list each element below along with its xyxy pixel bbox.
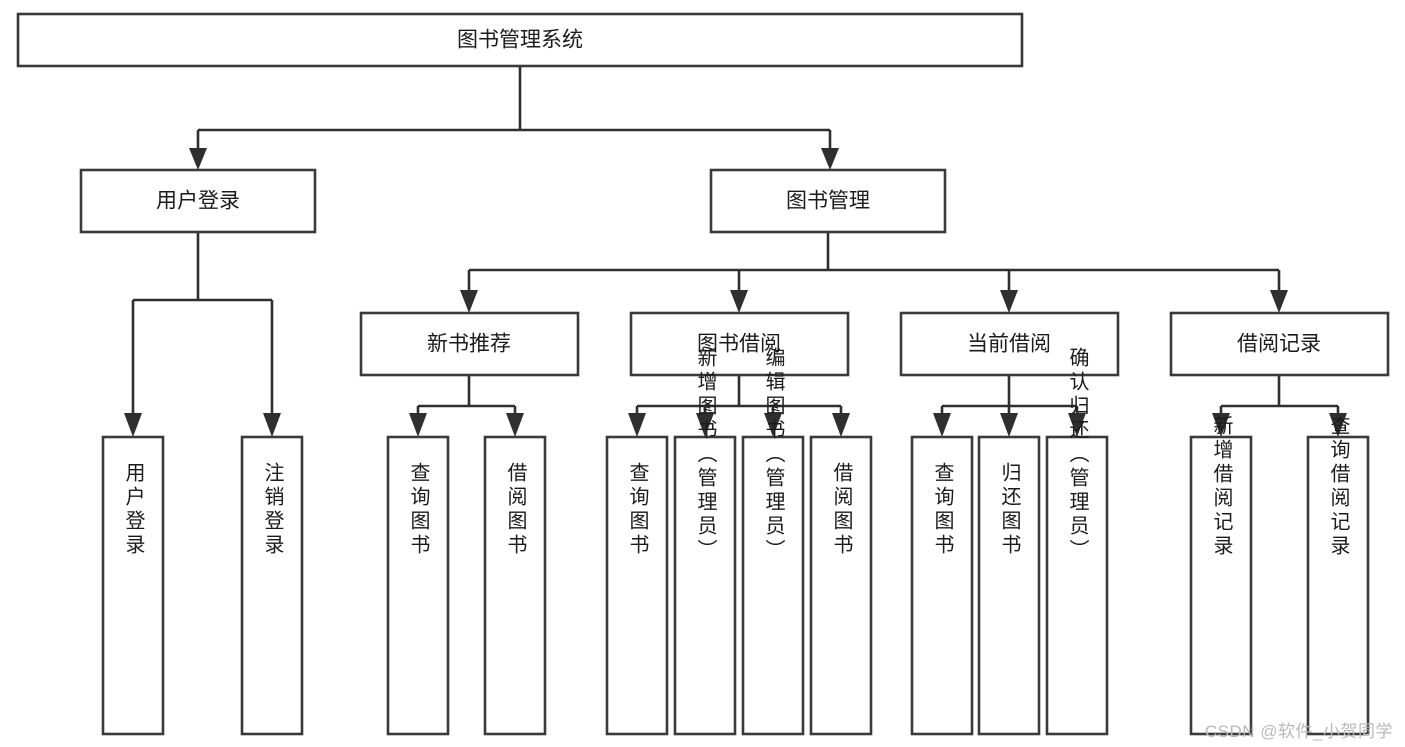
- node-label: 编辑图书（管理员）: [762, 347, 785, 563]
- arrow-head-icon: [1068, 413, 1086, 437]
- node-label: 图书管理: [786, 190, 870, 213]
- node-leaf-query-borrow-record[interactable]: 查询借阅记录: [1306, 415, 1370, 736]
- node-box: [709, 168, 947, 234]
- edge-group-bookmgmt-to-level3: [460, 232, 1288, 313]
- arrow-head-icon: [1000, 413, 1018, 437]
- node-box: [899, 311, 1120, 377]
- node-box: [1169, 311, 1390, 377]
- node-new-book-recommend[interactable]: 新书推荐: [359, 311, 580, 377]
- arrow-head-icon: [764, 413, 782, 437]
- edge-group-userlogin-to-leaves: [124, 232, 281, 437]
- arrow-head-icon: [409, 413, 427, 437]
- arrow-head-icon: [1270, 290, 1288, 313]
- node-box: [79, 168, 317, 234]
- node-label: 归还图书: [998, 462, 1021, 558]
- node-box: [741, 435, 805, 736]
- node-box: [386, 435, 450, 736]
- node-leaf-query-book-current[interactable]: 查询图书: [910, 435, 974, 736]
- edge-group-root-to-level2: [189, 66, 839, 170]
- node-box: [101, 435, 165, 736]
- node-book-management[interactable]: 图书管理: [709, 168, 947, 234]
- node-label: 图书借阅: [697, 333, 781, 356]
- node-box: [1306, 435, 1370, 736]
- node-root-book-management-system[interactable]: 图书管理系统: [16, 12, 1024, 68]
- node-leaf-edit-book-admin[interactable]: 编辑图书（管理员）: [741, 347, 805, 736]
- edge-group-currentborrow-to-leaves: [933, 375, 1086, 437]
- node-box: [977, 435, 1041, 736]
- arrow-head-icon: [628, 413, 646, 437]
- node-box: [910, 435, 974, 736]
- edge-group-borrowrecord-to-leaves: [1212, 375, 1347, 437]
- arrow-head-icon: [1212, 413, 1230, 437]
- arrow-head-icon: [832, 413, 850, 437]
- node-box: [16, 12, 1024, 68]
- node-leaf-user-login[interactable]: 用户登录: [101, 435, 165, 736]
- node-label: 借阅图书: [830, 462, 853, 558]
- node-current-borrow[interactable]: 当前借阅: [899, 311, 1120, 377]
- arrow-head-icon: [1329, 413, 1347, 437]
- node-label: 用户登录: [156, 190, 240, 213]
- node-leaf-borrow-book[interactable]: 借阅图书: [809, 435, 873, 736]
- node-box: [1045, 435, 1109, 736]
- arrow-head-icon: [730, 290, 748, 313]
- node-box: [605, 435, 669, 736]
- node-borrow-record[interactable]: 借阅记录: [1169, 311, 1390, 377]
- arrow-head-icon: [189, 148, 207, 170]
- node-label: 注销登录: [261, 462, 284, 558]
- arrow-head-icon: [263, 413, 281, 437]
- watermark-text: CSDN @软件_小贺同学: [1204, 722, 1393, 741]
- node-leaf-logout-login[interactable]: 注销登录: [240, 435, 304, 736]
- node-box: [629, 311, 850, 377]
- node-leaf-query-book-recommend[interactable]: 查询图书: [386, 435, 450, 736]
- node-label: 新增图书（管理员）: [694, 347, 717, 563]
- node-label: 查询图书: [407, 462, 430, 558]
- arrow-head-icon: [696, 413, 714, 437]
- node-label: 借阅图书: [504, 462, 527, 558]
- arrow-head-icon: [933, 413, 951, 437]
- edge-group-bookborrow-to-leaves: [628, 375, 850, 437]
- arrow-head-icon: [1000, 290, 1018, 313]
- node-box: [673, 435, 737, 736]
- node-leaf-add-book-admin[interactable]: 新增图书（管理员）: [673, 347, 737, 736]
- node-label: 用户登录: [122, 462, 145, 558]
- node-leaf-confirm-return-admin[interactable]: 确认归还（管理员）: [1045, 347, 1109, 736]
- node-leaf-return-book[interactable]: 归还图书: [977, 435, 1041, 736]
- node-leaf-borrow-book-recommend[interactable]: 借阅图书: [483, 435, 547, 736]
- node-book-borrow[interactable]: 图书借阅: [629, 311, 850, 377]
- node-label: 查询图书: [626, 462, 649, 558]
- node-label: 查询借阅记录: [1327, 415, 1350, 559]
- node-user-login[interactable]: 用户登录: [79, 168, 317, 234]
- node-label: 新增借阅记录: [1210, 415, 1233, 559]
- arrow-head-icon: [506, 413, 524, 437]
- node-label: 查询图书: [931, 462, 954, 558]
- arrow-head-icon: [460, 290, 478, 313]
- node-box: [359, 311, 580, 377]
- arrow-head-icon: [821, 148, 839, 170]
- node-label: 借阅记录: [1237, 333, 1321, 356]
- node-box: [483, 435, 547, 736]
- arrow-head-icon: [124, 413, 142, 437]
- edge-group-newbook-to-leaves: [409, 375, 524, 437]
- node-box: [809, 435, 873, 736]
- node-label: 当前借阅: [967, 333, 1051, 356]
- node-leaf-add-borrow-record[interactable]: 新增借阅记录: [1189, 415, 1253, 736]
- node-label: 新书推荐: [427, 333, 511, 356]
- node-box: [240, 435, 304, 736]
- node-label: 确认归还（管理员）: [1066, 347, 1089, 563]
- node-box: [1189, 435, 1253, 736]
- node-label: 图书管理系统: [457, 29, 583, 52]
- node-leaf-query-book-borrow[interactable]: 查询图书: [605, 435, 669, 736]
